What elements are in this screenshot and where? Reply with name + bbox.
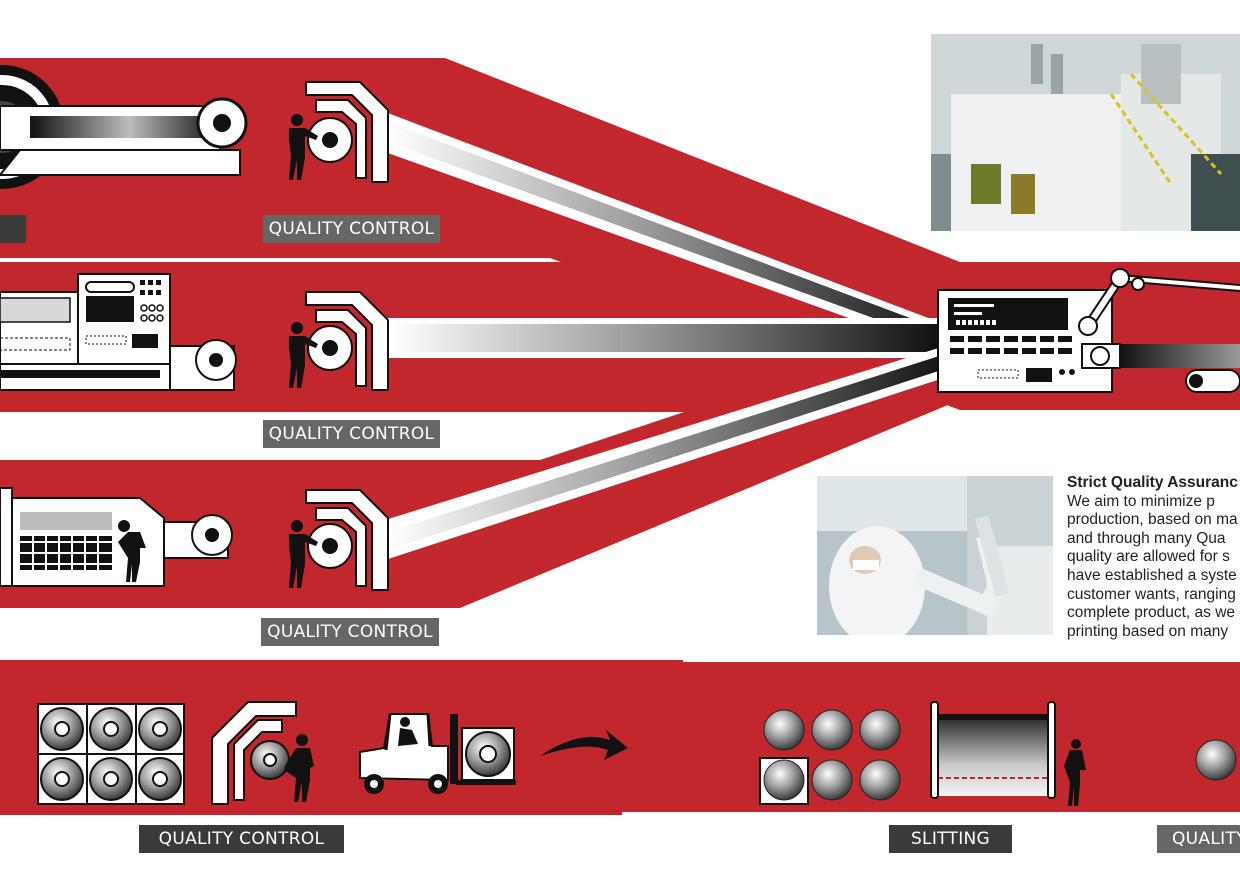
- converging-channels: [385, 112, 962, 560]
- quality-control-label: QUALITY CONTROL: [263, 215, 440, 243]
- quality-control-label: QUALITY CONTROL: [261, 618, 439, 646]
- arrow-icon: [540, 730, 628, 760]
- machinery-photo: [931, 34, 1240, 231]
- worker-icon: [289, 520, 318, 588]
- worker-icon: [118, 520, 146, 582]
- belt-conveyor-row1: [0, 97, 248, 176]
- printing-machine-icon: [937, 289, 1121, 393]
- exit-belt: [1120, 344, 1240, 393]
- control-panel-machine-icon: [0, 273, 237, 391]
- robot-arm-icon: [1078, 268, 1240, 336]
- quality-inspection-icon: [305, 489, 389, 591]
- slitting-label: SLITTING: [889, 825, 1012, 853]
- worker-icon: [289, 322, 318, 388]
- text-line: and through many Qua: [1067, 529, 1226, 547]
- roll-stack-icon: [759, 709, 901, 805]
- quality-inspection-icon: [305, 81, 389, 183]
- final-roll-icon: [1195, 739, 1237, 781]
- text-line: have established a syste: [1067, 566, 1237, 584]
- text-line: customer wants, ranging: [1067, 585, 1236, 603]
- extruder-machine-icon: [0, 487, 233, 587]
- worker-icon: [1064, 739, 1086, 806]
- text-line: complete product, as we: [1067, 604, 1236, 622]
- quality-control-label: QUALITY CONTROL: [139, 825, 344, 853]
- slitting-machine-icon: [930, 701, 1056, 799]
- quality-label-partial: QUALITY: [1157, 825, 1240, 853]
- text-line: We aim to minimize p: [1067, 492, 1215, 510]
- quality-inspection-icon: [305, 291, 389, 391]
- forklift-icon: [359, 713, 516, 794]
- roll-stack-icon: [37, 703, 185, 805]
- dark-label-fragment: [0, 215, 26, 243]
- worker-icon: [284, 734, 314, 802]
- text-line: quality are allowed for s: [1067, 548, 1230, 566]
- quality-inspection-icon: [211, 701, 297, 805]
- text-line: production, based on ma: [1067, 511, 1238, 529]
- quality-control-label: QUALITY CONTROL: [263, 420, 440, 448]
- quality-assurance-heading: Strict Quality Assuranc: [1067, 474, 1238, 491]
- worker-icon: [289, 114, 318, 180]
- red-band-lower: [0, 330, 960, 608]
- text-line: printing based on many: [1067, 622, 1229, 640]
- quality-assurance-text: Strict Quality Assuranc We aim to minimi…: [1067, 474, 1240, 644]
- inspection-photo: [817, 476, 1053, 635]
